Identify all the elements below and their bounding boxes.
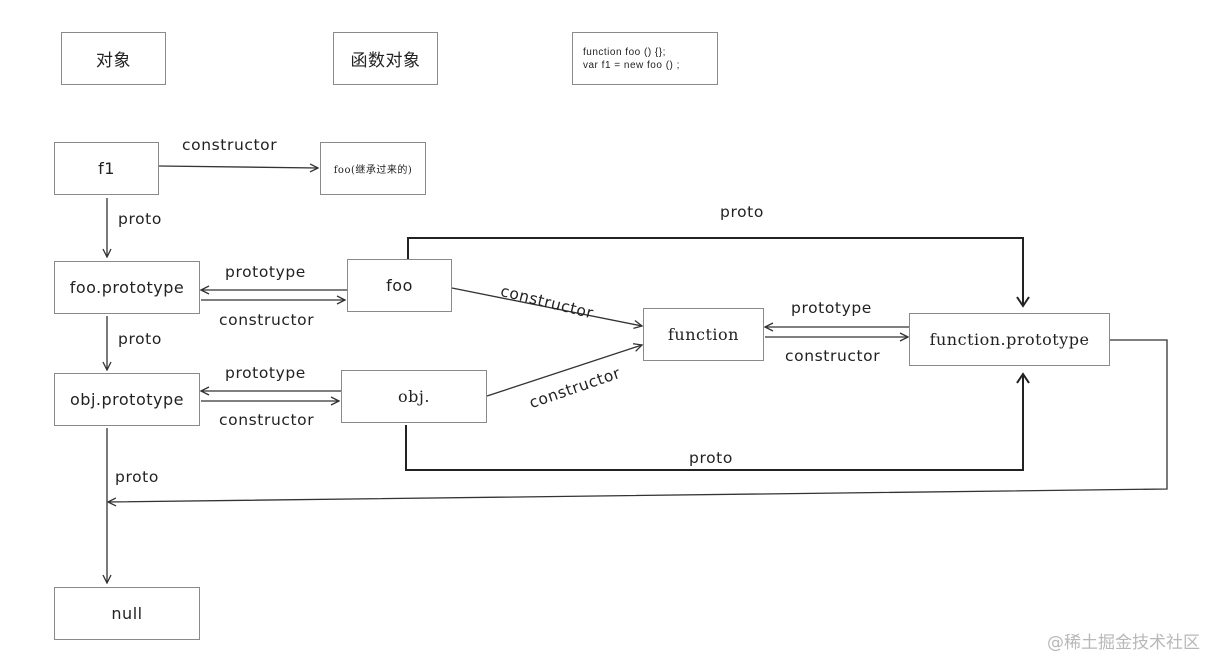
- node-foo: foo: [347, 259, 452, 312]
- node-function: function: [643, 308, 764, 361]
- node-null: null: [54, 587, 200, 640]
- node-foo-inherited: foo(继承过来的): [320, 142, 426, 195]
- label-obj-proto-bottom: proto: [689, 449, 733, 467]
- node-foo-prototype: foo.prototype: [54, 261, 200, 314]
- label-f1-constructor: constructor: [182, 136, 278, 154]
- node-function-label: function: [668, 325, 739, 344]
- edge-obj-proto-bottom: [405, 375, 1024, 471]
- label-function-constructor: constructor: [785, 347, 881, 365]
- node-function-prototype: function.prototype: [909, 313, 1110, 366]
- edge-foo-proto-top: [407, 237, 1024, 305]
- edge-f1-constructor: [158, 166, 318, 168]
- label-function-prototype: prototype: [791, 299, 872, 317]
- label-objproto-proto: proto: [115, 468, 159, 486]
- node-obj-prototype: obj.prototype: [54, 373, 200, 426]
- node-f1-label: f1: [98, 159, 115, 178]
- watermark: @稀土掘金技术社区: [1047, 633, 1200, 653]
- code-snippet-box: function foo () {}; var f1 = new foo () …: [572, 32, 718, 85]
- label-fooproto-proto: proto: [118, 330, 162, 348]
- node-obj-prototype-label: obj.prototype: [70, 390, 184, 409]
- code-line-2: var f1 = new foo () ;: [583, 59, 680, 71]
- legend-function-object-label: 函数对象: [350, 51, 421, 71]
- label-f1-proto: proto: [118, 210, 162, 228]
- label-foo-prototype: prototype: [225, 263, 306, 281]
- node-function-prototype-label: function.prototype: [929, 330, 1090, 349]
- legend-function-object-box: 函数对象: [333, 32, 438, 85]
- node-null-label: null: [111, 604, 143, 623]
- label-foo-proto-top: proto: [720, 203, 764, 221]
- legend-object-label: 对象: [96, 51, 131, 71]
- node-obj: obj.: [341, 370, 487, 423]
- label-foo-constructor: constructor: [219, 311, 315, 329]
- node-obj-label: obj.: [398, 387, 430, 406]
- node-foo-prototype-label: foo.prototype: [69, 278, 185, 297]
- code-line-1: function foo () {};: [583, 46, 666, 58]
- node-f1: f1: [54, 142, 159, 195]
- edge-foo-function-constructor: [451, 287, 642, 326]
- label-obj-constructor: constructor: [219, 411, 315, 429]
- legend-object-box: 对象: [61, 32, 166, 85]
- edge-funcproto-to-objproto-line: [108, 339, 1168, 502]
- edge-obj-function-constructor: [486, 345, 642, 397]
- node-foo-label: foo: [386, 276, 413, 295]
- label-obj-prototype: prototype: [225, 364, 306, 382]
- node-foo-inherited-label: foo(继承过来的): [333, 165, 413, 176]
